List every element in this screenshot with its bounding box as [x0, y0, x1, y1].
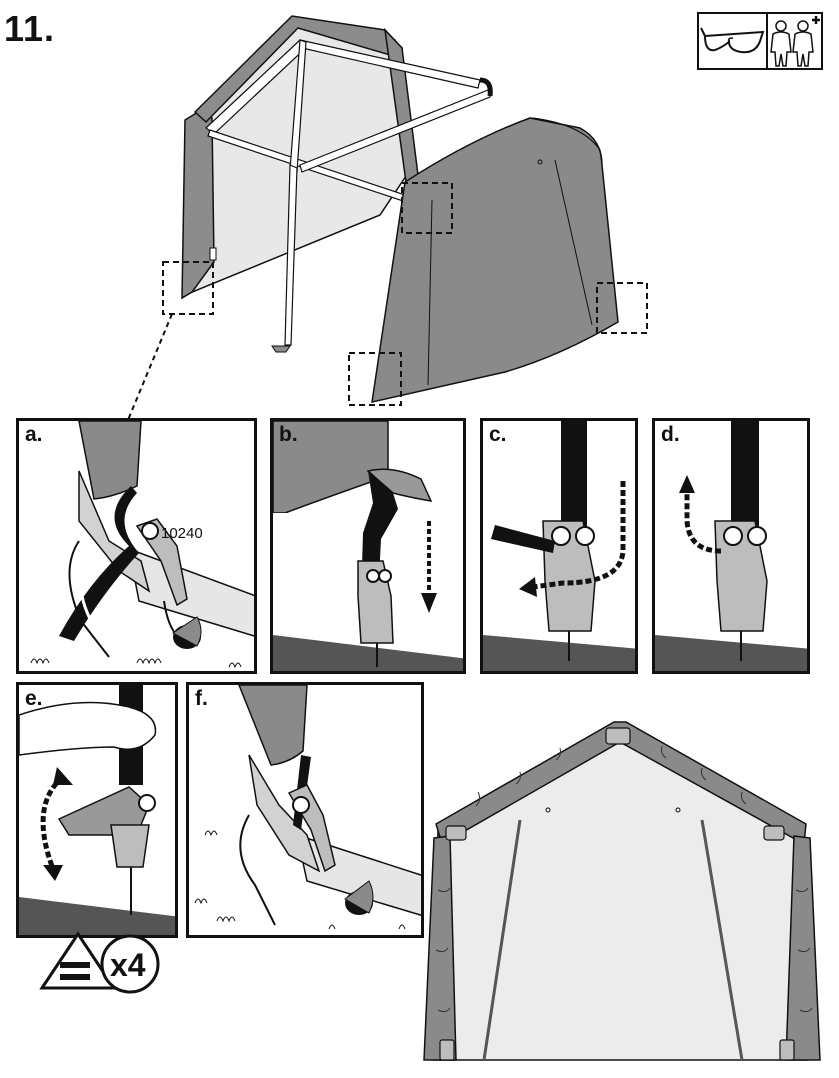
panel-label-c: c. — [489, 423, 507, 446]
panel-label-a: a. — [25, 423, 43, 446]
safety-glasses-icon — [700, 27, 765, 54]
safety-icons-box — [697, 12, 823, 70]
quantity-multiplier: x4 — [110, 947, 146, 983]
callout-boxes — [162, 182, 648, 406]
panel-label-e: e. — [25, 687, 43, 710]
equals-triangle-icon — [39, 931, 117, 990]
panel-label-d: d. — [661, 423, 680, 446]
two-person-icon — [770, 16, 820, 67]
panel-label-f: f. — [195, 687, 208, 710]
panel-f: f. — [186, 682, 424, 938]
panel-e: e. — [16, 682, 178, 938]
panel-a: a. 10240 — [16, 418, 257, 674]
panel-b: b. — [270, 418, 466, 674]
shelter-front-view — [423, 721, 821, 1061]
panel-c: c. — [480, 418, 638, 674]
shelter-illustration — [127, 15, 648, 420]
panel-d: d. — [652, 418, 810, 674]
part-number-label: 10240 — [161, 525, 203, 542]
quantity-badge: x4 — [39, 931, 160, 994]
panel-label-b: b. — [279, 423, 298, 446]
step-number: 11. — [4, 8, 56, 49]
